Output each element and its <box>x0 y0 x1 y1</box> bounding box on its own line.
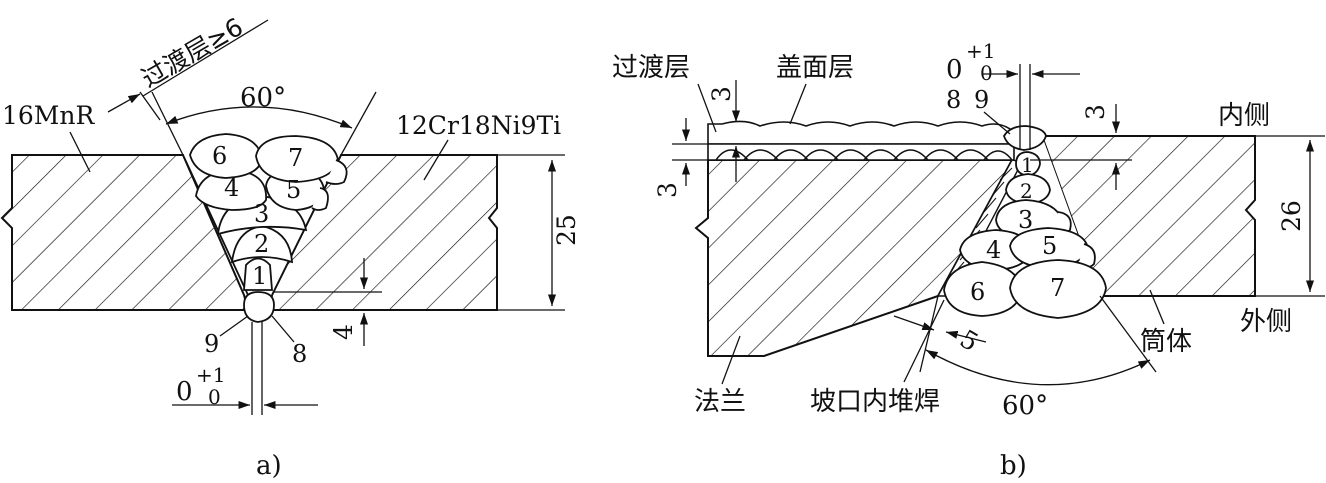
right-offset-b: 3 <box>1081 104 1110 120</box>
root-face-a: 4 <box>329 324 358 340</box>
angle-b: 60° <box>1002 391 1048 421</box>
groove-overlay-label: 坡口内堆焊 <box>810 387 940 417</box>
bead-label-1: 1 <box>252 262 267 290</box>
bead-label-8: 8 <box>292 340 307 368</box>
left-material-label: 16MnR <box>2 101 96 130</box>
figure-a: 0 +1 0 60° 过渡层≥6 16MnR 12Cr18Ni9Ti 25 4 … <box>0 12 581 481</box>
bead-b-label-9: 9 <box>974 86 989 114</box>
angle-a: 60° <box>240 83 286 113</box>
bead-2 <box>230 225 293 264</box>
bead-1 <box>243 257 273 291</box>
bead-b-7 <box>1009 259 1107 319</box>
gap-a-sup: +1 <box>196 363 225 387</box>
outer-side-label: 外侧 <box>1240 307 1292 337</box>
bead-label-2: 2 <box>254 230 269 258</box>
weld-beads-b <box>943 125 1107 319</box>
gap-a-sub: 0 <box>208 385 221 409</box>
gap-b-main: 0 <box>946 55 963 85</box>
bead-b-label-4: 4 <box>986 236 1001 264</box>
bead-label-4: 4 <box>224 174 239 202</box>
caption-a: a) <box>256 451 282 481</box>
gap-a-main: 0 <box>176 377 193 407</box>
bead-b-label-5: 5 <box>1042 232 1057 260</box>
layer-thickness-top-b: 3 <box>707 86 736 102</box>
bead-label-7: 7 <box>288 144 303 172</box>
bead-b-8 <box>1003 125 1047 151</box>
transition-layer-b <box>707 120 1015 145</box>
bead-8 <box>243 291 275 323</box>
figure-b: 0 +1 0 8 9 26 内侧 外侧 3 3 3 过渡层 盖面层 法兰 <box>612 39 1325 481</box>
weld-beads-a <box>189 133 348 323</box>
bead-label-5: 5 <box>286 176 301 204</box>
cover-layer-label: 盖面层 <box>776 53 854 83</box>
right-material-label: 12Cr18Ni9Ti <box>396 111 561 140</box>
bead-b-label-3: 3 <box>1018 206 1033 234</box>
caption-b: b) <box>1000 451 1027 481</box>
thickness-a: 25 <box>552 214 581 246</box>
bead-b-label-7: 7 <box>1050 274 1065 302</box>
flange-label: 法兰 <box>694 387 746 417</box>
shell-label: 筒体 <box>1140 327 1192 357</box>
transition-layer-label-b: 过渡层 <box>612 53 690 83</box>
bead-b-label-6: 6 <box>970 278 985 306</box>
bead-label-6: 6 <box>212 142 227 170</box>
inner-side-label: 内侧 <box>1218 101 1270 131</box>
cover-layer <box>707 143 1015 161</box>
thickness-b: 26 <box>1277 200 1306 232</box>
bead-b-label-2: 2 <box>1020 179 1033 203</box>
bead-label-9: 9 <box>204 330 219 358</box>
bead-b-label-1: 1 <box>1021 153 1034 177</box>
bead-label-3: 3 <box>254 200 269 228</box>
gap-b-sub: 0 <box>980 61 993 85</box>
layer-thickness-left-b: 3 <box>653 182 682 198</box>
transition-layer-a: 过渡层≥6 <box>137 12 248 93</box>
gap-b-sup: +1 <box>966 39 995 63</box>
bead-b-label-8: 8 <box>946 86 961 114</box>
